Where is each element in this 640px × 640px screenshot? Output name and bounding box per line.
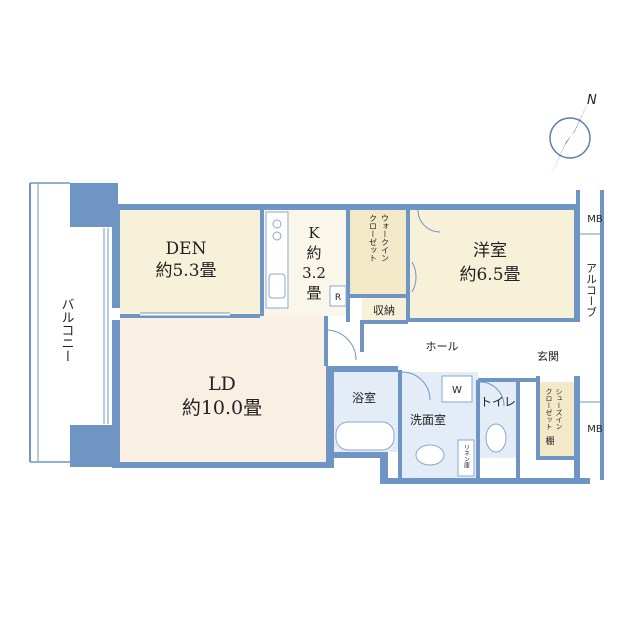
wall-right-upper <box>574 204 580 322</box>
column-bottom-left <box>70 425 118 467</box>
linen-label: リネン庫 <box>463 444 470 469</box>
wall-wic-western <box>406 204 410 322</box>
kitchen-size-1: 約 <box>306 244 321 262</box>
washroom-name: 洗面室 <box>410 412 446 427</box>
kitchen-size-3: 畳 <box>306 284 321 302</box>
openings <box>103 209 505 424</box>
wic-name-2: クローゼット <box>369 214 378 262</box>
wall-right-lower <box>574 376 580 480</box>
walls <box>70 183 590 484</box>
wall-storage-left <box>360 322 364 352</box>
wic-room <box>348 208 408 296</box>
wall-ld-right-upper <box>324 316 328 366</box>
wall-toilet-shoes <box>516 378 520 478</box>
hall-name: ホール <box>426 340 459 353</box>
storage-name: 収納 <box>373 304 395 317</box>
column-top-left <box>70 183 118 227</box>
western-room <box>408 208 576 320</box>
entrance-name: 玄関 <box>537 349 559 363</box>
western-name: 洋室 <box>473 241 507 261</box>
alcove-area: MB MB アルコーブ <box>580 190 604 480</box>
compass: N <box>549 93 597 180</box>
north-arrow-icon <box>549 96 591 180</box>
wall-kitchen-wic <box>346 204 350 322</box>
wash-door-swing <box>401 371 431 401</box>
wall-storage-bottom <box>360 320 408 324</box>
washer-label: W <box>452 385 462 396</box>
alcove-wall <box>600 190 604 480</box>
alcove-label: アルコーブ <box>585 263 598 318</box>
western-door-swing <box>411 261 417 293</box>
shelf-label: 棚 <box>545 435 554 447</box>
ld-door-swing <box>325 329 357 361</box>
balcony-label: バルコニー <box>59 298 75 363</box>
shoes-name: シューズイン <box>555 388 563 430</box>
bath-name: 浴室 <box>352 390 376 405</box>
wall-bath-wash <box>398 370 402 480</box>
bathtub-icon <box>335 421 395 451</box>
den-name: DEN <box>166 239 207 259</box>
wall-bath-bottom <box>326 452 386 458</box>
wall-wash-left <box>380 452 388 482</box>
wall-shoes-bottom <box>536 456 576 460</box>
storage-room <box>362 298 406 324</box>
den-size: 約5.3畳 <box>155 261 216 281</box>
wall-wic-bottom <box>348 294 408 298</box>
wall-shoes-left <box>536 376 540 458</box>
ld-room <box>120 316 326 464</box>
balcony-area: バルコニー <box>29 182 75 463</box>
wall-den-ld <box>120 314 260 318</box>
compass-ring <box>549 117 591 159</box>
wall-bath-top <box>326 366 398 372</box>
stove-burner-icon <box>272 231 282 241</box>
ld-name: LD <box>208 373 236 395</box>
fridge-label: R <box>335 293 341 303</box>
wall-left-den <box>112 204 120 308</box>
wic-name: ウォークイン <box>381 214 390 262</box>
mb-bottom-label: MB <box>587 424 603 435</box>
ld-size: 約10.0畳 <box>182 397 262 419</box>
north-label: N <box>587 93 597 108</box>
kitchen-name: K <box>308 224 320 242</box>
wall-western-bottom <box>410 318 576 322</box>
shoes-closet <box>536 382 574 458</box>
wall-ld-bath <box>326 368 334 468</box>
wall-right-stub <box>576 190 580 204</box>
washer-space <box>441 375 473 403</box>
den-room <box>120 208 262 316</box>
toilet-name: トイレ <box>480 395 516 409</box>
fridge-space <box>329 285 347 307</box>
western-size: 約6.5畳 <box>459 265 520 285</box>
wall-bottom-ld <box>112 462 326 468</box>
kitchen-sink-icon <box>268 273 286 299</box>
linen-cabinet <box>457 439 475 477</box>
mb-top-label: MB <box>587 214 603 225</box>
toilet-icon <box>485 423 507 453</box>
wall-bottom-wet <box>380 478 590 484</box>
wall-wash-toilet <box>476 380 480 480</box>
toilet-door-swing <box>479 381 505 407</box>
wall-wet-top <box>478 378 538 382</box>
wall-left-ld <box>112 320 120 464</box>
wall-den-kitchen <box>260 204 264 316</box>
stove-burner-icon <box>272 219 282 229</box>
wic-door-swing <box>417 209 441 233</box>
shoes-name-2: クローゼット <box>545 388 553 430</box>
kitchen-fixtures <box>265 211 347 309</box>
kitchen-size-2: 3.2 <box>302 264 326 282</box>
washbasin-icon <box>415 444 445 466</box>
